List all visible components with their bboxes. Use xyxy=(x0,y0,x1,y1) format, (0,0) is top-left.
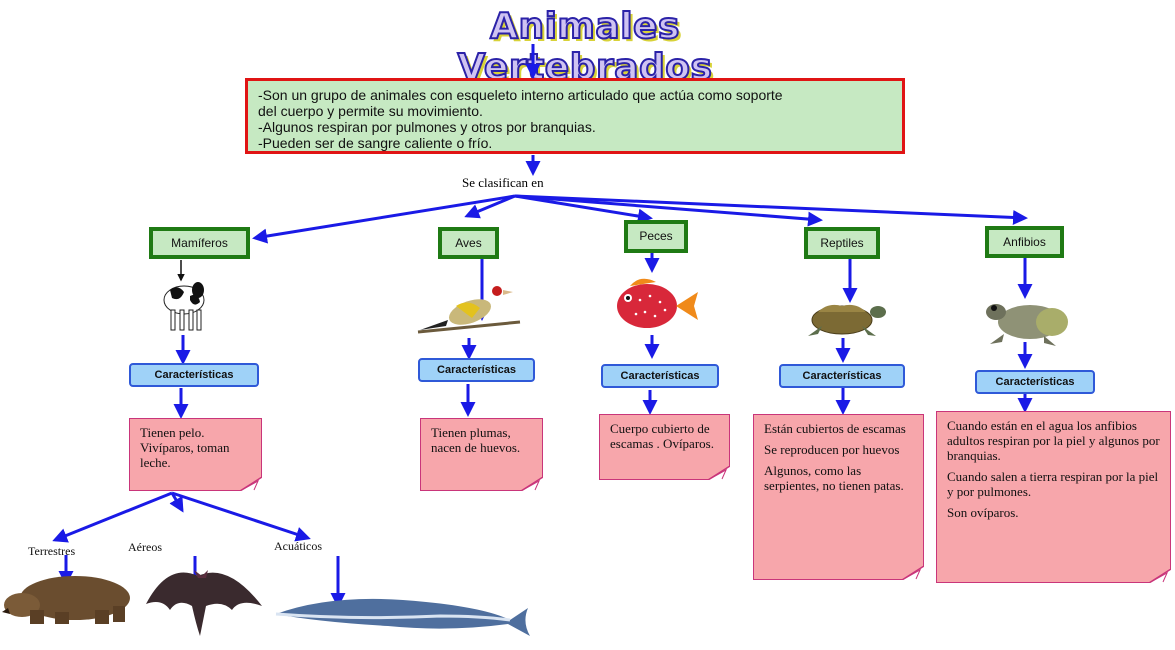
bear-icon xyxy=(2,576,130,624)
turtle-icon xyxy=(808,305,886,336)
whale-icon xyxy=(276,599,530,636)
bird-icon xyxy=(418,283,520,332)
fish-icon xyxy=(617,279,698,328)
frog-icon xyxy=(986,304,1068,346)
cow-icon xyxy=(164,282,204,330)
bat-icon xyxy=(146,570,262,636)
